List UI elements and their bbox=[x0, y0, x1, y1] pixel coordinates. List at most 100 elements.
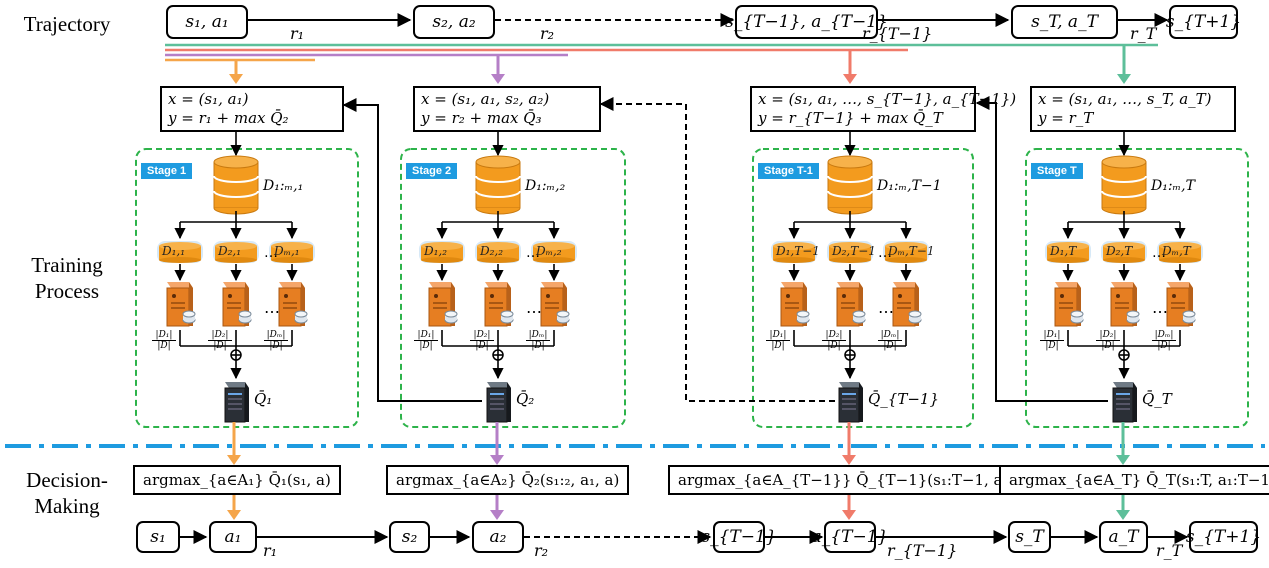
weight-numerator: |D₁| bbox=[766, 330, 790, 341]
stage-t-y-formula: y = r_T bbox=[1038, 109, 1094, 127]
stage-t-minus-1-partition-label-3: Dₘ,T−1 bbox=[888, 244, 935, 258]
weight-numerator: |D₂| bbox=[208, 330, 232, 341]
argmax-t: argmax_{a∈A_T} Q̄_T(s₁:T, a₁:T−1, a) bbox=[999, 465, 1269, 495]
decision-node-s2: s₂ bbox=[389, 521, 430, 553]
weight-numerator: |Dₘ| bbox=[526, 330, 550, 341]
weight-denominator: |D| bbox=[269, 341, 283, 351]
decision-node-a-t: a_T bbox=[1099, 521, 1148, 553]
weight-denominator: |D| bbox=[1045, 341, 1059, 351]
stage-t-formula: x = (s₁, a₁, …, s_T, a_T) y = r_T bbox=[1030, 86, 1236, 132]
server-icon bbox=[892, 281, 922, 327]
server-icon bbox=[1054, 281, 1084, 327]
database-icon bbox=[213, 155, 259, 215]
trajectory-reward-t-minus-1: r_{T−1} bbox=[862, 24, 933, 43]
trajectory-node-1: s₁, a₁ bbox=[166, 5, 248, 39]
stage-t-minus-1-graphics: …… bbox=[771, 130, 929, 423]
stage-t-weight-2: |D₂||D| bbox=[1096, 330, 1120, 351]
stage-1-q-label: Q̄₁ bbox=[254, 390, 273, 408]
stage-t-minus-1-x-formula: x = (s₁, a₁, …, s_{T−1}, a_{T−1}) bbox=[758, 90, 1017, 108]
server-icon bbox=[222, 281, 252, 327]
stage-feed-lines bbox=[165, 43, 1158, 62]
server-icon bbox=[1110, 281, 1140, 327]
stage-2-partition-label-2: D₂,₂ bbox=[480, 244, 504, 258]
database-icon bbox=[827, 155, 873, 215]
ellipsis-icon: … bbox=[1152, 245, 1166, 261]
stage-2-badge: Stage 2 bbox=[406, 163, 458, 179]
stage-2-q-label: Q̄₂ bbox=[516, 390, 535, 408]
decision-node-s1: s₁ bbox=[136, 521, 180, 553]
ellipsis-icon: … bbox=[878, 245, 892, 261]
row-label-decision-line1: Decision- bbox=[26, 468, 108, 492]
decision-node-s-t-minus-1: s_{T−1} bbox=[701, 521, 777, 553]
ellipsis-icon: … bbox=[526, 245, 540, 261]
decision-node-a2: a₂ bbox=[472, 521, 524, 553]
server-icon bbox=[166, 281, 196, 327]
argmax-2: argmax_{a∈A₂} Q̄₂(s₁:₂, a₁, a) bbox=[386, 465, 630, 495]
stage-2-partition-label-1: D₁,₂ bbox=[424, 244, 448, 258]
weight-numerator: |D₁| bbox=[152, 330, 176, 341]
stage-t-graphics: …… bbox=[1045, 130, 1203, 423]
stage-t-weight-3: |Dₘ||D| bbox=[1152, 330, 1176, 351]
aggregator-server-icon bbox=[838, 381, 864, 423]
stage-2-weight-1: |D₁||D| bbox=[414, 330, 438, 351]
row-label-trajectory: Trajectory bbox=[23, 12, 111, 36]
row-label-training-line2: Process bbox=[34, 279, 100, 303]
stage-2-formula: x = (s₁, a₁, s₂, a₂) y = r₂ + max Q̄₃ bbox=[413, 86, 601, 132]
stage-1-badge: Stage 1 bbox=[141, 163, 193, 179]
stage-2-weight-2: |D₂||D| bbox=[470, 330, 494, 351]
argmax-1: argmax_{a∈A₁} Q̄₁(s₁, a) bbox=[133, 465, 341, 495]
decision-reward-t-minus-1: r_{T−1} bbox=[887, 541, 958, 560]
stage-1-x-formula: x = (s₁, a₁) bbox=[168, 90, 249, 108]
server-icon bbox=[780, 281, 810, 327]
stage-2-weight-3: |Dₘ||D| bbox=[526, 330, 550, 351]
row-label-training-line1: Training bbox=[31, 253, 103, 277]
weight-denominator: |D| bbox=[531, 341, 545, 351]
stage-2-graphics: …… bbox=[419, 130, 577, 423]
stage-t-weight-1: |D₁||D| bbox=[1040, 330, 1064, 351]
stage-1-graphics: …… bbox=[157, 130, 315, 423]
stage-t-minus-1-weight-1: |D₁||D| bbox=[766, 330, 790, 351]
server-icon bbox=[1166, 281, 1196, 327]
stage-1-partition-label-3: Dₘ,₁ bbox=[274, 244, 300, 258]
stage-1-dataset-label: D₁:ₘ,₁ bbox=[263, 178, 304, 194]
trajectory-node-t: s_T, a_T bbox=[1011, 5, 1118, 39]
ellipsis-icon: … bbox=[1152, 298, 1168, 317]
stage-t-partition-label-1: D₁,T bbox=[1050, 244, 1077, 258]
stage-2-x-formula: x = (s₁, a₁, s₂, a₂) bbox=[421, 90, 550, 108]
stage-boxes bbox=[135, 148, 1249, 428]
row-label-decision: Decision- Making bbox=[12, 467, 122, 519]
row-label-decision-line2: Making bbox=[34, 494, 100, 518]
stage-1-weight-1: |D₁||D| bbox=[152, 330, 176, 351]
row-label-training: Training Process bbox=[12, 252, 122, 304]
weight-denominator: |D| bbox=[419, 341, 433, 351]
weight-numerator: |Dₘ| bbox=[264, 330, 288, 341]
decision-reward-t: r_T bbox=[1156, 541, 1183, 560]
weight-denominator: |D| bbox=[827, 341, 841, 351]
stage-2-y-formula: y = r₂ + max Q̄₃ bbox=[421, 109, 542, 127]
decision-node-a1: a₁ bbox=[209, 521, 257, 553]
trajectory-node-2: s₂, a₂ bbox=[413, 5, 495, 39]
stage-2-partition-label-3: Dₘ,₂ bbox=[536, 244, 562, 258]
decision-feed-arrows bbox=[227, 422, 1130, 520]
weight-denominator: |D| bbox=[1101, 341, 1115, 351]
weight-denominator: |D| bbox=[1157, 341, 1171, 351]
database-icon bbox=[475, 155, 521, 215]
stage-t-partition-label-2: D₂,T bbox=[1106, 244, 1133, 258]
stage-feed-arrows bbox=[229, 45, 1131, 84]
trajectory-node-t-plus-1: s_{T+1} bbox=[1166, 5, 1241, 39]
stage-t-minus-1-partition-label-2: D₂,T−1 bbox=[832, 244, 876, 258]
stage-t-minus-1-y-formula: y = r_{T−1} + max Q̄_T bbox=[758, 109, 943, 127]
server-icon bbox=[540, 281, 570, 327]
stage-2-dataset-label: D₁:ₘ,₂ bbox=[525, 178, 566, 194]
weight-numerator: |Dₘ| bbox=[1152, 330, 1176, 341]
decision-reward-2: r₂ bbox=[534, 541, 549, 560]
weight-denominator: |D| bbox=[475, 341, 489, 351]
weight-numerator: |D₂| bbox=[1096, 330, 1120, 341]
weight-numerator: |D₁| bbox=[1040, 330, 1064, 341]
weight-denominator: |D| bbox=[157, 341, 171, 351]
stage-t-minus-1-q-label: Q̄_{T−1} bbox=[868, 390, 940, 408]
stage-t-minus-1-partition-label-1: D₁,T−1 bbox=[776, 244, 820, 258]
trajectory-reward-2: r₂ bbox=[540, 24, 555, 43]
ellipsis-icon: … bbox=[526, 298, 542, 317]
